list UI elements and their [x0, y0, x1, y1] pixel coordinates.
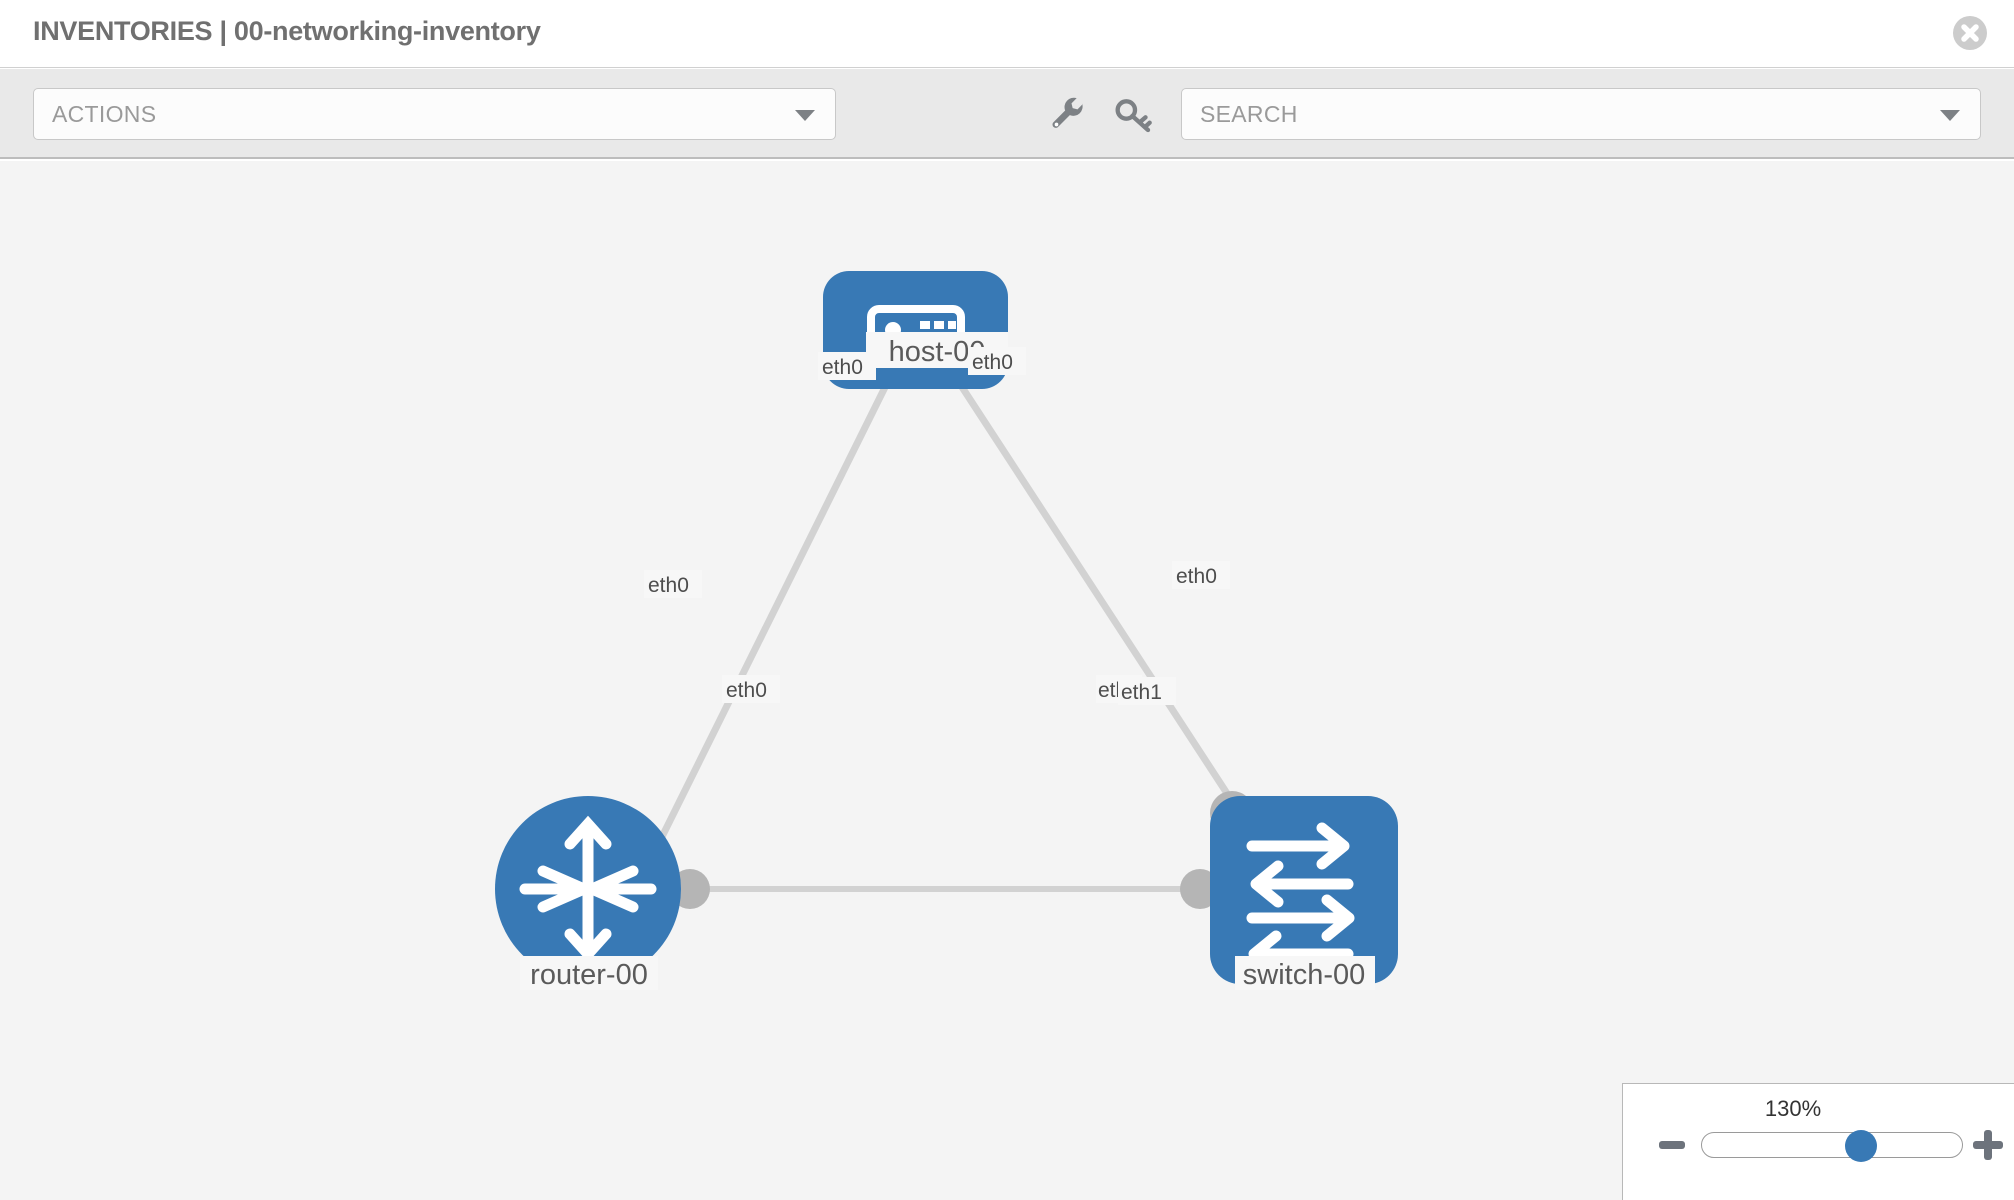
iface-label-switch-left-b: eth1: [1121, 681, 1162, 704]
iface-label-switch-up: eth0: [1176, 565, 1217, 588]
chevron-down-icon: [795, 110, 815, 121]
node-label-router: router-00: [530, 959, 648, 991]
close-button[interactable]: [1953, 16, 1987, 50]
node-router-00[interactable]: router-00: [495, 796, 681, 991]
iface-label-router-up: eth0: [648, 574, 689, 597]
zoom-out-button[interactable]: [1659, 1141, 1685, 1149]
key-button[interactable]: [1113, 95, 1153, 135]
zoom-slider-thumb[interactable]: [1844, 1130, 1877, 1162]
zoom-slider[interactable]: [1701, 1130, 1963, 1162]
topology-connectors: [670, 327, 1254, 909]
toolbar: ACTIONS SEARCH: [0, 69, 2014, 159]
actions-dropdown[interactable]: ACTIONS: [33, 88, 836, 140]
router-icon: [519, 815, 657, 963]
actions-dropdown-label: ACTIONS: [52, 101, 157, 127]
search-placeholder: SEARCH: [1200, 101, 1298, 127]
link-host-switch: [942, 359, 1248, 823]
zoom-control-panel: 130%: [1622, 1083, 2014, 1200]
topology-canvas[interactable]: host-00 router-00: [0, 161, 2014, 1200]
search-input[interactable]: SEARCH: [1181, 88, 1981, 140]
link-host-router: [646, 359, 902, 863]
switch-icon: [1246, 822, 1355, 978]
wrench-icon: [1052, 97, 1083, 128]
iface-label-router-right: eth0: [726, 679, 767, 702]
close-icon: [1961, 24, 1979, 42]
node-label-switch: switch-00: [1243, 959, 1366, 991]
zoom-level-value: 130%: [1764, 1096, 1822, 1121]
node-switch-00[interactable]: switch-00: [1210, 796, 1398, 991]
topology-links: [646, 359, 1248, 892]
zoom-in-button[interactable]: [1973, 1130, 2003, 1160]
wrench-button[interactable]: [1046, 95, 1086, 135]
chevron-down-icon: [1940, 110, 1960, 121]
key-icon: [1115, 99, 1152, 133]
iface-label-host-right: eth0: [972, 351, 1013, 374]
iface-label-host-left: eth0: [822, 356, 863, 379]
topology-graph[interactable]: host-00 router-00: [0, 161, 2014, 1200]
page-header: INVENTORIES | 00-networking-inventory: [0, 0, 2014, 68]
interface-labels: eth0 eth0 eth0 eth0 eth0 eth eth1: [644, 347, 1230, 705]
page-title: INVENTORIES | 00-networking-inventory: [33, 16, 541, 46]
